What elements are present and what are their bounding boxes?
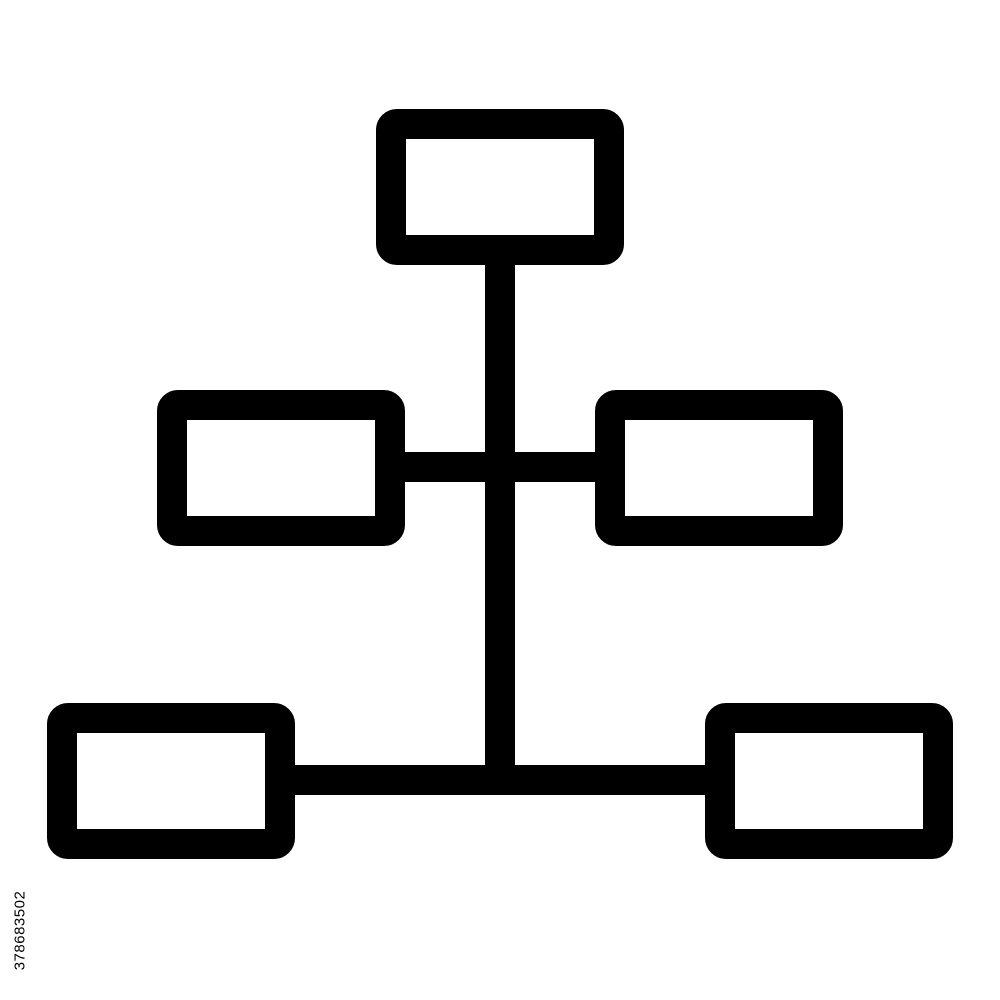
stock-id-label: 378683502 — [8, 870, 32, 990]
node-top — [376, 109, 624, 265]
stock-id-text: 378683502 — [11, 890, 29, 970]
node-bottom-left — [47, 703, 295, 859]
node-middle-right — [595, 390, 843, 546]
node-middle-left — [157, 390, 405, 546]
node-bottom-right — [705, 703, 953, 859]
